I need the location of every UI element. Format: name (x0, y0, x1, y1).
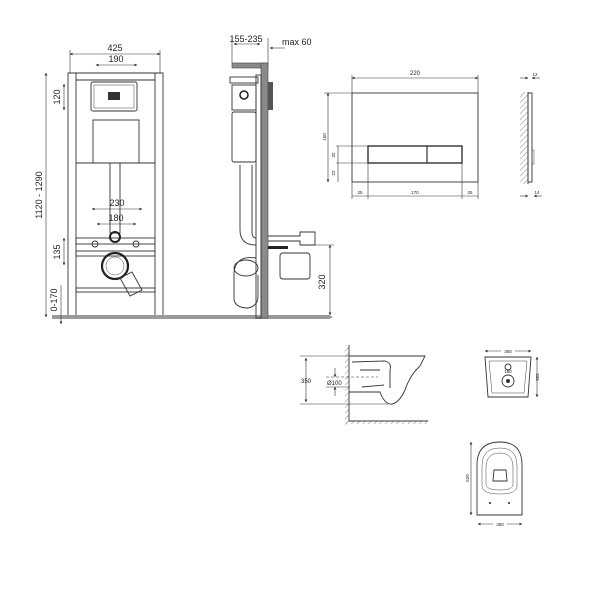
bolt-left (91, 240, 99, 248)
flush-plate-front: 220 150 32 22 25 170 25 (322, 71, 479, 199)
dim-margin-right-label: 25 (467, 190, 473, 195)
dim-pipe-diameter-label: Ø100 (327, 381, 342, 387)
dim-width-label: 425 (107, 43, 122, 53)
flush-plate-side: 12 14 (520, 72, 542, 198)
dim-button-height-label: 32 (331, 152, 336, 158)
water-inlet (109, 231, 121, 243)
dim-total-height-label: 1120 - 1290 (34, 171, 44, 218)
dim-plate-width-label: 220 (410, 71, 421, 77)
bolt-right (132, 240, 140, 248)
dim-plate-height-label: 150 (322, 133, 327, 141)
dim-rear-height-label: 335 (535, 373, 540, 381)
cistern-side (231, 111, 257, 163)
front-view-dimensions: 425 190 120 230 180 135 0-170 1120 - 129… (34, 43, 161, 325)
side-view: 155-235 max 60 320 (229, 34, 334, 319)
drain-outlet (100, 251, 130, 281)
dim-top-width-label: 360 (496, 522, 504, 527)
dim-bowl-height-label: 350 (301, 379, 312, 385)
dim-top-length-label: 520 (465, 474, 470, 482)
bowl-bracket (75, 237, 156, 245)
flush-plate-side (268, 82, 273, 110)
dim-thickness-top-label: 12 (532, 72, 538, 77)
drain-trap (233, 257, 259, 309)
drain-elbow (119, 271, 143, 297)
bowl-top-outline (476, 441, 523, 516)
bowl-rear-view: 180 360 335 (484, 348, 540, 398)
dim-depth-label: 155-235 (229, 34, 262, 44)
floor (52, 315, 330, 319)
dim-outlet-offset-label: 135 (52, 244, 62, 259)
dim-bolt-outer-label: 230 (109, 198, 124, 208)
drain-connector (279, 252, 311, 280)
bowl-top-view: 520 360 (465, 441, 523, 527)
flush-pipe-side (239, 165, 257, 246)
dim-panel-height-label: 120 (52, 89, 62, 104)
dim-bolt-inner-label: 180 (108, 213, 123, 223)
dim-foot-adjust-label: 0-170 (49, 288, 59, 311)
flush-buttons (367, 145, 463, 164)
bowl-side-view: 350 Ø100 (300, 345, 428, 425)
cistern (92, 119, 140, 164)
bowl-outline (349, 355, 426, 405)
bowl-rear-outline (484, 356, 532, 398)
dim-wall-max-label: max 60 (282, 37, 312, 47)
dim-outlet-height-label: 320 (317, 274, 327, 289)
right-upright (154, 72, 164, 319)
dim-panel-width-label: 190 (108, 54, 123, 64)
water-connector (268, 231, 316, 246)
dim-margin-left-label: 25 (357, 190, 363, 195)
flush-panel-opening (90, 81, 138, 112)
dim-rear-width-label: 360 (504, 349, 512, 354)
left-upright (67, 72, 77, 319)
front-view-frame (52, 72, 332, 319)
wall-section (260, 62, 269, 319)
dim-rear-bolt-label: 180 (504, 369, 512, 374)
dim-thickness-bottom-label: 14 (534, 190, 540, 195)
flush-plate-outline (351, 92, 479, 183)
dim-button-offset-label: 22 (331, 170, 336, 176)
dim-button-width-label: 170 (411, 190, 419, 195)
flush-mechanism (108, 92, 120, 100)
